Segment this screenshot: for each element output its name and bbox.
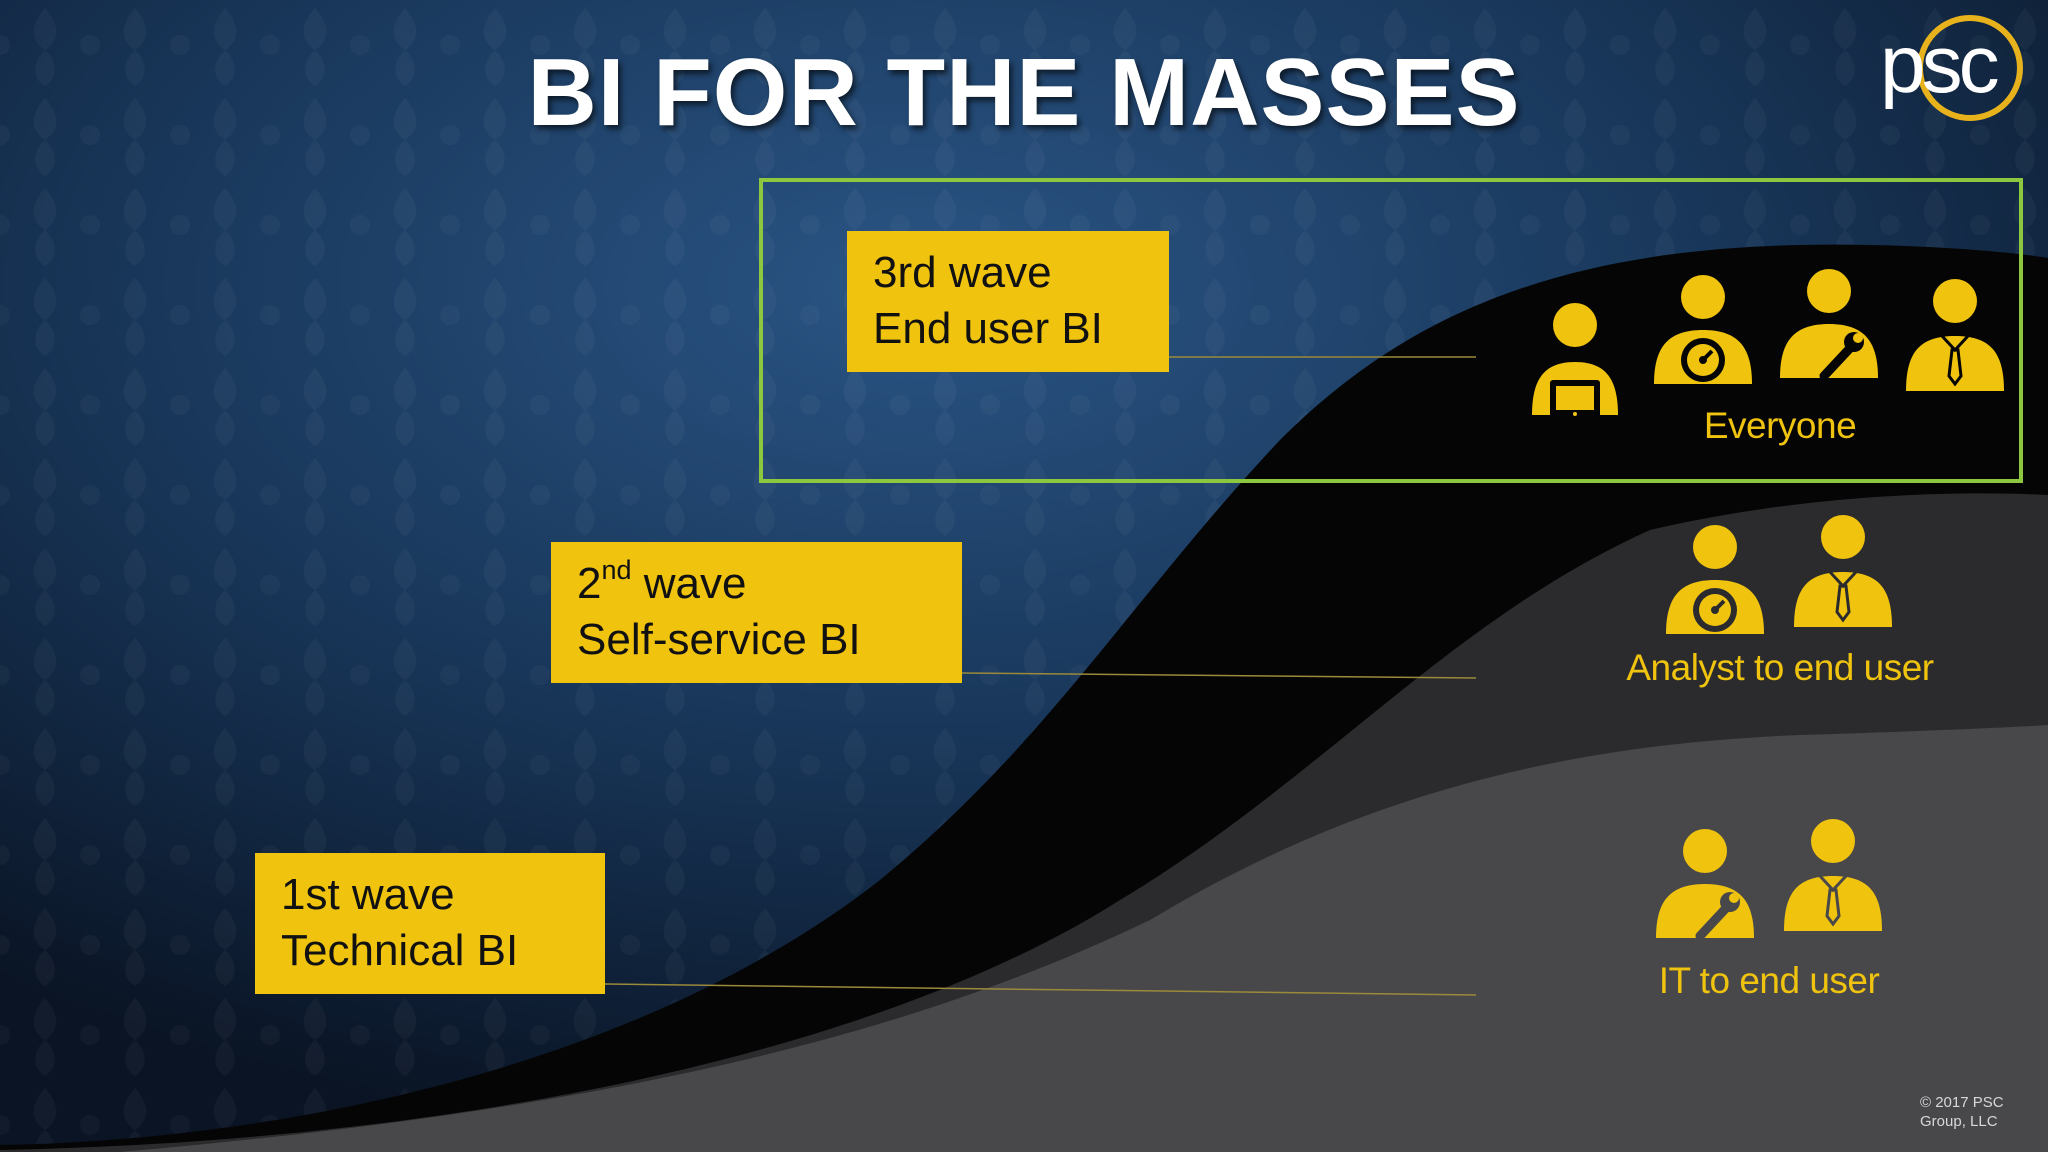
wave-number: 2 bbox=[577, 559, 602, 608]
wave-word: wave bbox=[631, 559, 747, 608]
person-gauge-icon bbox=[1666, 525, 1764, 634]
copyright-line: Group, LLC bbox=[1920, 1113, 1998, 1130]
group-label-everyone: Everyone bbox=[1703, 405, 1857, 446]
wave-subtitle: End user BI bbox=[873, 304, 1103, 353]
copyright-notice: © 2017 PSC Group, LLC bbox=[1920, 1093, 2040, 1131]
wave-title: 3rd wave bbox=[873, 248, 1052, 297]
wave-subtitle: Technical BI bbox=[281, 926, 519, 975]
person-tie-icon bbox=[1906, 279, 2004, 391]
logo-text: psc bbox=[1880, 19, 1998, 110]
ordinal-suffix: nd bbox=[601, 555, 632, 585]
group-label-analyst: Analyst to end user bbox=[1626, 647, 1934, 688]
wave-band-mid-gray bbox=[120, 725, 2048, 1152]
connector-line-wave1 bbox=[604, 983, 1477, 996]
wave-title: 1st wave bbox=[281, 870, 455, 919]
person-wrench-icon bbox=[1656, 829, 1754, 941]
third-wave-frame bbox=[759, 178, 2023, 483]
group-label-it: IT to end user bbox=[1658, 960, 1880, 1001]
wave-title: 2nd wave bbox=[577, 556, 962, 612]
person-tie-icon bbox=[1794, 515, 1892, 627]
wave-subtitle: Self-service BI bbox=[577, 615, 861, 664]
person-gauge-icon bbox=[1654, 275, 1752, 384]
psc-logo: psc bbox=[1880, 15, 2023, 121]
connector-line-wave2 bbox=[961, 672, 1477, 679]
person-tie-icon bbox=[1784, 819, 1882, 931]
person-wrench-icon bbox=[1780, 269, 1878, 381]
wave-box-first: 1st wave Technical BI bbox=[255, 853, 605, 994]
wave-box-third: 3rd wave End user BI bbox=[847, 231, 1169, 372]
person-tablet-icon bbox=[1532, 303, 1618, 418]
copyright-line: © 2017 PSC bbox=[1920, 1094, 2004, 1111]
wave-box-second: 2nd wave Self-service BI bbox=[551, 542, 962, 683]
slide-title: BI FOR THE MASSES bbox=[527, 39, 1521, 146]
